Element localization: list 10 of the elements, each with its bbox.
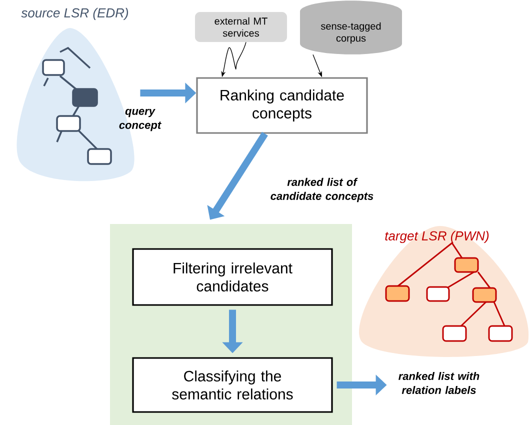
- edge-label: query concept: [119, 108, 162, 132]
- service-box: external MT services: [195, 12, 287, 42]
- output-label: ranked list with relation labels: [398, 372, 480, 394]
- process-box: Ranking candidate concepts: [196, 77, 368, 134]
- process-box: Filtering irrelevant candidates: [132, 248, 333, 306]
- region-heading: source LSR (EDR): [21, 8, 128, 20]
- process-box: Classifying the semantic relations: [132, 357, 333, 413]
- corpus-cylinder: sense-tagged corpus: [300, 0, 402, 54]
- region-heading: target LSR (PWN): [385, 230, 489, 244]
- edge-label: ranked list of candidate concepts: [270, 178, 374, 202]
